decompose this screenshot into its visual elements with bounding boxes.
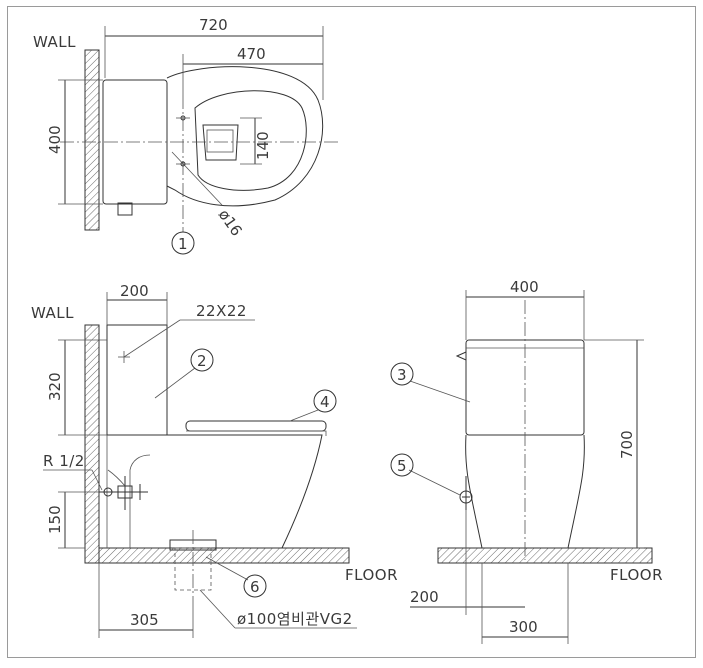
dim-300: 300 [509, 618, 538, 636]
tank-side [106, 324, 168, 436]
dim-400-front: 400 [510, 278, 539, 296]
svg-text:6: 6 [250, 578, 260, 596]
valve-top [117, 202, 133, 216]
dim-320: 320 [46, 372, 64, 401]
wall-side [84, 324, 100, 564]
callout-3 [390, 362, 414, 386]
floor-label-side: FLOOR [345, 566, 398, 584]
wall-top [84, 49, 100, 231]
dim-140: 140 [254, 131, 272, 160]
svg-text:4: 4 [320, 393, 330, 411]
wall-label-top: WALL [33, 33, 76, 51]
seat-side [185, 420, 327, 432]
bowl-front-right [567, 434, 585, 549]
svg-text:1: 1 [178, 235, 188, 253]
dim-720: 720 [199, 16, 228, 34]
callout-6 [243, 574, 267, 598]
callout-1 [171, 231, 195, 255]
callout-2 [190, 348, 214, 372]
floor-side [98, 547, 350, 564]
top-view: WALL 720 470 400 140 [33, 16, 340, 255]
phi16-label: ø16 [215, 206, 246, 239]
svg-text:5: 5 [397, 457, 407, 475]
dim-400-top: 400 [46, 125, 64, 154]
floor-front [437, 547, 653, 564]
seat-inner [194, 90, 307, 191]
wall-label-side: WALL [31, 304, 74, 322]
drain-top [202, 124, 239, 161]
seat-outer [166, 66, 324, 207]
callout-4 [313, 389, 337, 413]
callout-5 [390, 453, 414, 477]
dim-200-side: 200 [120, 282, 149, 300]
r-half-label: R 1/2 [43, 452, 85, 470]
side-view: WALL FLOOR 22X22 200 [31, 282, 398, 638]
dim-700: 700 [618, 430, 636, 459]
dim-150: 150 [46, 505, 64, 534]
bolt-label: 22X22 [196, 302, 247, 320]
front-view: FLOOR 400 700 200 300 3 [390, 278, 663, 644]
dim-305: 305 [130, 611, 159, 629]
bowl-front-left [465, 434, 483, 549]
svg-text:3: 3 [397, 366, 407, 384]
pipe-label: ø100염비관VG2 [237, 610, 353, 628]
bowl-side [107, 434, 323, 549]
svg-text:2: 2 [197, 352, 207, 370]
dim-470: 470 [237, 45, 266, 63]
drawing-frame [7, 6, 696, 658]
floor-label-front: FLOOR [610, 566, 663, 584]
dim-200-front: 200 [410, 588, 439, 606]
